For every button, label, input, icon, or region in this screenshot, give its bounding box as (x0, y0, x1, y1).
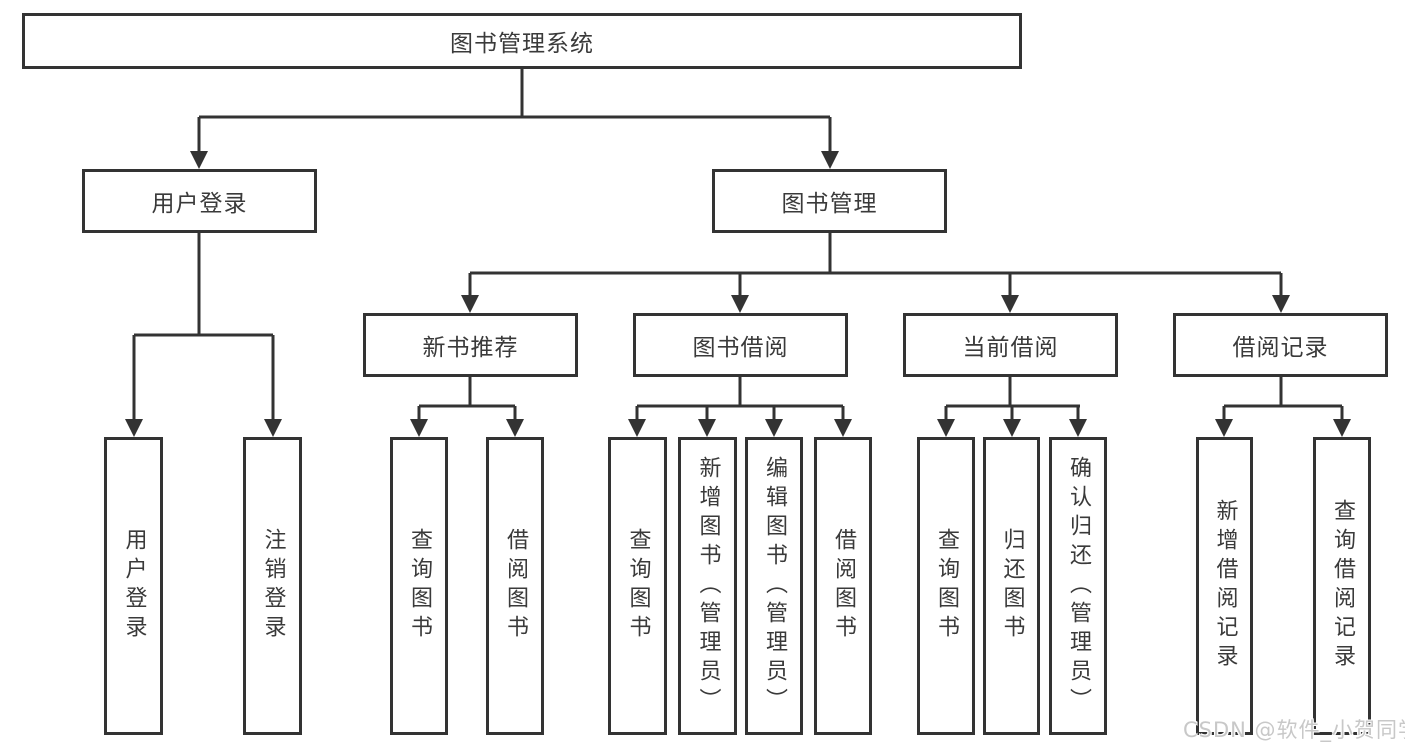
node-library-management-system: 图书管理系统 (22, 13, 1022, 69)
arrowhead (1069, 419, 1087, 437)
leaf-user-login-label: 用户登录 (121, 528, 147, 644)
leaf-cb-query-books-label: 查询图书 (934, 528, 959, 644)
node-book-borrowing: 图书借阅 (633, 313, 848, 377)
arrowhead (698, 419, 716, 437)
leaf-bb-borrow-books-label: 借阅图书 (831, 528, 856, 644)
arrowhead (1272, 295, 1290, 313)
arrowhead (765, 419, 783, 437)
arrowhead (264, 419, 282, 437)
leaf-nb-borrow-books-label: 借阅图书 (503, 528, 528, 644)
arrowhead (410, 419, 428, 437)
node-current-borrowing: 当前借阅 (903, 313, 1118, 377)
leaf-bb-edit-books-admin: 编辑图书（管理员） (745, 437, 803, 735)
leaf-bb-add-books-admin: 新增图书（管理员） (678, 437, 737, 735)
arrowhead (1333, 419, 1351, 437)
leaf-nb-query-books-label: 查询图书 (407, 528, 432, 644)
arrowhead (1003, 419, 1021, 437)
leaf-br-add-record-label: 新增借阅记录 (1212, 499, 1238, 673)
leaf-user-login: 用户登录 (104, 437, 163, 735)
leaf-cb-confirm-return-admin: 确认归还（管理员） (1049, 437, 1107, 735)
leaf-br-add-record: 新增借阅记录 (1196, 437, 1253, 735)
leaf-bb-edit-books-admin-label: 编辑图书（管理员） (762, 455, 787, 717)
leaf-cb-confirm-return-admin-label: 确认归还（管理员） (1066, 455, 1091, 717)
csdn-watermark: CSDN @软件_小贺同学 (1183, 718, 1405, 742)
leaf-br-query-record-label: 查询借阅记录 (1330, 499, 1355, 673)
leaf-logout: 注销登录 (243, 437, 302, 735)
arrowhead (834, 419, 852, 437)
arrowhead (1001, 295, 1019, 313)
leaf-cb-query-books: 查询图书 (917, 437, 975, 735)
node-book-management: 图书管理 (712, 169, 947, 233)
arrowhead (461, 295, 479, 313)
leaf-nb-query-books: 查询图书 (390, 437, 448, 735)
node-new-book-recommendation: 新书推荐 (363, 313, 578, 377)
arrowhead (125, 419, 143, 437)
leaf-bb-add-books-admin-label: 新增图书（管理员） (695, 455, 721, 717)
arrowhead (1215, 419, 1233, 437)
arrowhead (821, 151, 839, 169)
arrowhead (506, 419, 524, 437)
arrowhead (731, 295, 749, 313)
node-borrowing-records: 借阅记录 (1173, 313, 1388, 377)
leaf-cb-return-books: 归还图书 (983, 437, 1040, 735)
leaf-bb-query-books-label: 查询图书 (625, 528, 651, 644)
leaf-cb-return-books-label: 归还图书 (999, 528, 1025, 644)
arrowhead (937, 419, 955, 437)
leaf-logout-label: 注销登录 (260, 528, 286, 644)
node-user-login: 用户登录 (82, 169, 317, 233)
leaf-bb-query-books: 查询图书 (608, 437, 667, 735)
arrowhead (628, 419, 646, 437)
leaf-br-query-record: 查询借阅记录 (1313, 437, 1371, 735)
arrowhead (190, 151, 208, 169)
leaf-bb-borrow-books: 借阅图书 (814, 437, 872, 735)
leaf-nb-borrow-books: 借阅图书 (486, 437, 544, 735)
